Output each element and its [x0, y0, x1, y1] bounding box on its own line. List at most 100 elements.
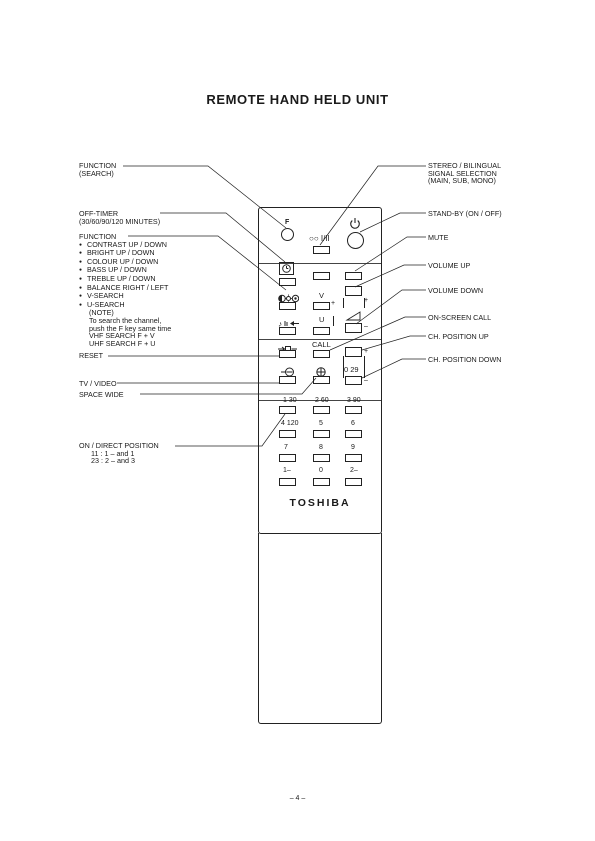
num-label-3: 3 90: [347, 397, 361, 404]
timer-icon: [279, 262, 294, 275]
function-item: BRIGHT UP / DOWN: [79, 249, 171, 258]
label-space-wide: SPACE WIDE: [79, 390, 124, 399]
tv-video-button[interactable]: [279, 376, 296, 384]
contrast-bright-colour-icon: [278, 290, 300, 303]
label-standby: STAND-BY (ON / OFF): [428, 209, 502, 218]
volume-plus-label: +: [364, 297, 369, 304]
off-timer-button[interactable]: [279, 278, 296, 286]
label-line: ON / DIRECT POSITION: [79, 441, 159, 450]
label-line: 11 : 1 – and 1: [91, 448, 135, 458]
volume-up-button[interactable]: [345, 286, 362, 296]
num-label-5: 5: [319, 420, 323, 427]
num-key-0[interactable]: [313, 478, 330, 486]
function-item: U-SEARCH: [79, 301, 171, 310]
divider: [259, 339, 381, 340]
blank-button[interactable]: [313, 272, 330, 280]
num-key-8[interactable]: [313, 454, 330, 462]
label-line: 23 : 2 – and 3: [91, 456, 135, 466]
v-search-button[interactable]: [313, 302, 330, 310]
divider: [333, 316, 336, 326]
ch-position-up-button[interactable]: [345, 347, 362, 357]
label-volume-down: VOLUME DOWN: [428, 286, 484, 295]
num-label-2: 2 60: [315, 397, 329, 404]
plus-label: +: [331, 300, 336, 307]
standby-icon: [349, 216, 361, 229]
note-line: push the F key same time: [89, 323, 172, 333]
note-line: UHF SEARCH F + U: [89, 338, 156, 348]
volume-icon: [345, 309, 362, 321]
ch-label: 0 29: [344, 365, 359, 374]
call-label: CALL: [312, 340, 331, 349]
label-line: FUNCTION: [79, 161, 117, 170]
label-line: STEREO / BILINGUAL: [428, 161, 502, 170]
f-key-label: F: [285, 219, 290, 226]
num-label-1: 1 30: [283, 397, 297, 404]
u-search-button[interactable]: [313, 327, 330, 335]
num-key-5[interactable]: [313, 430, 330, 438]
num-label-4: 4 120: [281, 420, 299, 427]
reset-button[interactable]: [279, 350, 296, 358]
num-key-9[interactable]: [345, 454, 362, 462]
standby-button[interactable]: [347, 232, 364, 249]
function-item: BALANCE RIGHT / LEFT: [79, 283, 171, 293]
label-on-screen-call: ON-SCREEN CALL: [428, 313, 492, 322]
stereo-bilingual-button[interactable]: [313, 246, 330, 254]
label-tv-video: TV / VIDEO: [79, 379, 117, 388]
num-label-7: 7: [284, 444, 288, 451]
sound-function-button[interactable]: [279, 327, 296, 335]
ch-minus-label: –: [364, 377, 368, 384]
label-mute: MUTE: [428, 233, 449, 242]
num-key-6[interactable]: [345, 430, 362, 438]
label-line: (MAIN, SUB, MONO): [428, 176, 496, 186]
function-item: CONTRAST UP / DOWN: [79, 240, 171, 250]
num-key-7[interactable]: [279, 454, 296, 462]
ch-position-down-button[interactable]: [345, 376, 362, 385]
ch-plus-label: +: [364, 348, 369, 355]
function-item: V-SEARCH: [79, 292, 171, 301]
brand-logo: TOSHIBA: [289, 497, 351, 509]
label-volume-up: VOLUME UP: [428, 261, 471, 270]
num-key-1[interactable]: [279, 406, 296, 414]
divider: [259, 400, 381, 401]
volume-down-button[interactable]: [345, 323, 362, 333]
svg-text:♪: ♪: [278, 320, 282, 329]
num-key-2[interactable]: [313, 406, 330, 414]
num-key-4[interactable]: [279, 430, 296, 438]
page-title: REMOTE HAND HELD UNIT: [206, 92, 389, 107]
label-line: (SEARCH): [79, 168, 114, 178]
num-key-3[interactable]: [345, 406, 362, 414]
remote-body: [258, 207, 382, 534]
label-off-timer: OFF-TIMER (30/60/90/120 MINUTES): [79, 210, 160, 225]
f-key[interactable]: [281, 228, 294, 241]
label-function-search: FUNCTION (SEARCH): [79, 162, 116, 177]
v-label: V: [319, 291, 325, 300]
space-wide-button[interactable]: [313, 376, 330, 384]
note-line: VHF SEARCH F + V: [89, 331, 155, 341]
num-label-0: 0: [319, 467, 323, 474]
num-key-2-dash[interactable]: [345, 478, 362, 486]
num-label-2-dash: 2–: [350, 467, 358, 474]
label-direct-position: ON / DIRECT POSITION 11 : 1 – and 1 23 :…: [79, 442, 159, 465]
label-ch-position-down: CH. POSITION DOWN: [428, 355, 502, 364]
bass-treble-balance-icon: ♪: [278, 315, 300, 329]
mute-button[interactable]: [345, 272, 362, 280]
function-item: TREBLE UP / DOWN: [79, 275, 171, 284]
picture-function-button[interactable]: [279, 302, 296, 310]
num-label-9: 9: [351, 444, 355, 451]
label-line: OFF-TIMER: [79, 209, 119, 218]
label-line: SIGNAL SELECTION: [428, 168, 497, 178]
num-label-8: 8: [319, 444, 323, 451]
page-number: – 4 –: [289, 795, 306, 802]
num-label-1-dash: 1–: [283, 467, 291, 474]
call-button[interactable]: [313, 350, 330, 358]
function-item: BASS UP / DOWN: [79, 266, 171, 275]
function-item: COLOUR UP / DOWN: [79, 258, 171, 267]
label-ch-position-up: CH. POSITION UP: [428, 332, 489, 341]
label-line: (30/60/90/120 MINUTES): [79, 216, 161, 226]
u-label: U: [319, 315, 325, 324]
num-key-1-dash[interactable]: [279, 478, 296, 486]
num-label-6: 6: [351, 420, 355, 427]
stereo-key-label: ○○ I/II: [309, 234, 330, 243]
label-reset: RESET: [79, 351, 103, 360]
